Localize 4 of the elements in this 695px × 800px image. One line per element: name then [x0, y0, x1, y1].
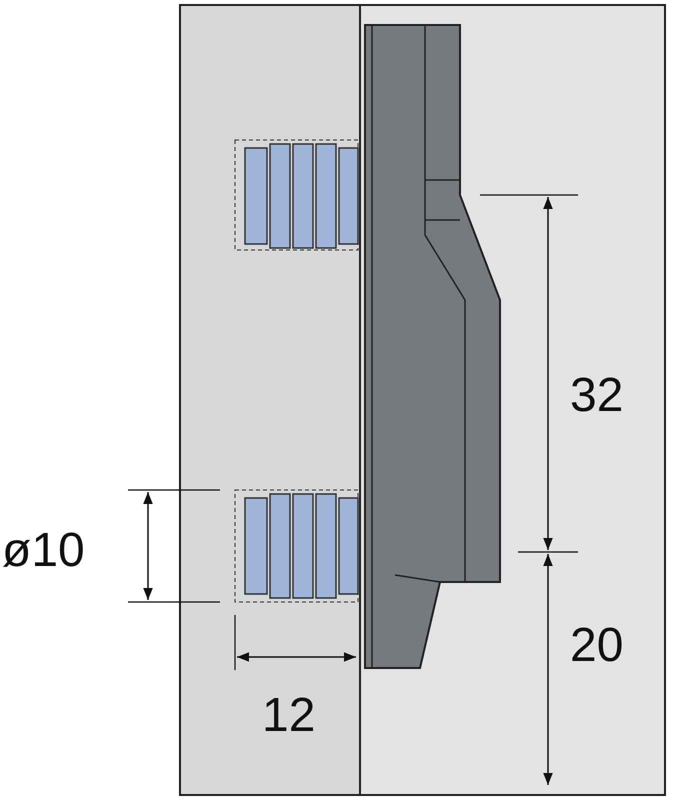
dimension-label: 12: [262, 692, 316, 740]
dimension-label: 20: [570, 622, 624, 670]
dimension-label: ø10: [2, 527, 85, 575]
dimension-label: 32: [570, 372, 624, 420]
